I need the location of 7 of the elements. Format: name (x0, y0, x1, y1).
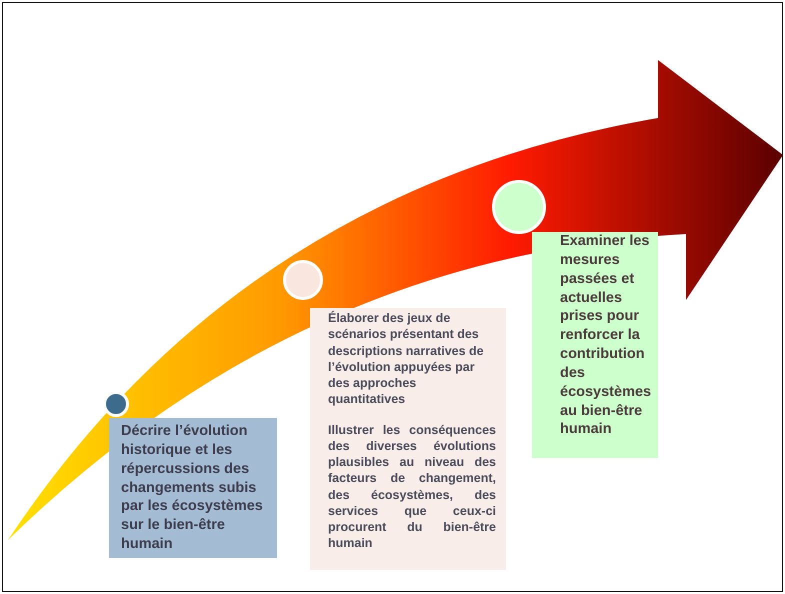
step-card (310, 308, 506, 570)
step-text: Décrire l’évolution historique et les répercussions des changements subis par les écosystèmes sur le bien-être humain (121, 422, 264, 554)
step-text: Examiner les mesures passées et actuelles prises pour renforcer la contribution des écosystèmes au bien-être humain (560, 232, 652, 440)
step-card (109, 418, 277, 558)
step-text: Élaborer des jeux de scénarios présentant des descriptions narratives de l’évolution appuyées par des approches quantitatives (328, 310, 485, 408)
step-card (532, 232, 658, 458)
step-text: Illustrer les conséquences des diverses évolutions plausibles au niveau des facteurs de changement, des écosystèmes, des services que ceux-ci procurent du bien-être humain (328, 422, 496, 552)
